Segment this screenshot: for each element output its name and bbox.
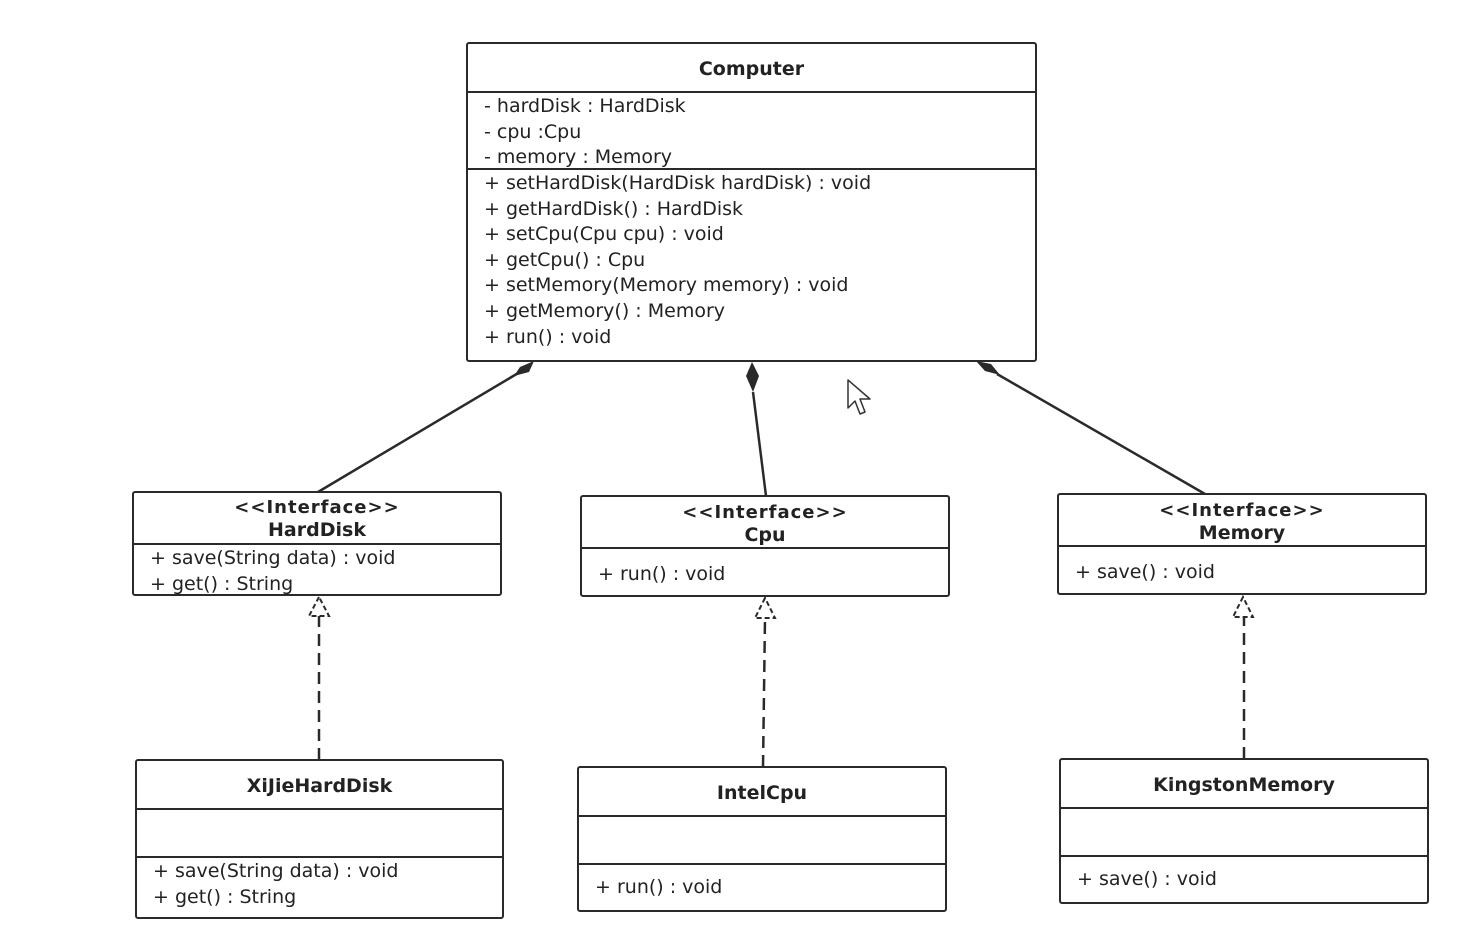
class-intelcpu-name: IntelCpu bbox=[716, 782, 808, 804]
interface-memory-methods: + save() : void bbox=[1059, 547, 1425, 586]
composition-cpu-diamond bbox=[746, 362, 759, 392]
interface-harddisk-name: HardDisk bbox=[268, 519, 366, 541]
realization-intel-line[interactable] bbox=[761, 617, 767, 768]
method-save: + save() : void bbox=[1077, 868, 1217, 890]
mouse-cursor-icon bbox=[847, 379, 871, 415]
class-kingstonmemory-attributes bbox=[1061, 809, 1427, 857]
class-xijieharddisk-name: XiJieHardDisk bbox=[246, 775, 393, 797]
realization-kingston-arrow bbox=[1231, 594, 1255, 618]
method-getcpu: + getCpu() : Cpu bbox=[484, 248, 646, 271]
method-get: + get() : String bbox=[150, 572, 294, 594]
class-computer-methods: + setHardDisk(HardDisk hardDisk) : void … bbox=[468, 170, 1035, 350]
attribute-cpu: - cpu :Cpu bbox=[484, 120, 582, 143]
class-xijieharddisk-attributes bbox=[137, 810, 502, 858]
realization-intel-arrow bbox=[753, 595, 777, 619]
method-getharddisk: + getHardDisk() : HardDisk bbox=[484, 197, 744, 220]
interface-cpu-methods: + run() : void bbox=[582, 549, 948, 588]
stereotype-label: <<Interface>> bbox=[234, 497, 400, 518]
interface-memory-header: <<Interface>> Memory bbox=[1059, 495, 1425, 547]
class-computer-name: Computer bbox=[698, 58, 805, 80]
method-getmemory: + getMemory() : Memory bbox=[484, 299, 726, 322]
class-intelcpu-header: IntelCpu bbox=[579, 768, 945, 817]
class-kingstonmemory[interactable]: KingstonMemory + save() : void bbox=[1059, 758, 1429, 904]
composition-memory-line[interactable] bbox=[996, 372, 1206, 496]
attribute-harddisk: - hardDisk : HardDisk bbox=[484, 95, 686, 117]
class-computer-header: Computer bbox=[468, 44, 1035, 93]
method-run: + run() : void bbox=[595, 876, 723, 898]
method-save: + save() : void bbox=[1075, 561, 1215, 583]
interface-cpu[interactable]: <<Interface>> Cpu + run() : void bbox=[580, 495, 950, 597]
interface-harddisk[interactable]: <<Interface>> HardDisk + save(String dat… bbox=[132, 491, 502, 596]
interface-harddisk-methods: + save(String data) : void + get() : Str… bbox=[134, 545, 500, 594]
method-setcpu: + setCpu(Cpu cpu) : void bbox=[484, 223, 724, 246]
class-computer-attributes: - hardDisk : HardDisk - cpu :Cpu - memor… bbox=[468, 93, 1035, 170]
method-save: + save(String data) : void bbox=[150, 547, 396, 569]
interface-memory[interactable]: <<Interface>> Memory + save() : void bbox=[1057, 493, 1427, 595]
method-setmemory: + setMemory(Memory memory) : void bbox=[484, 274, 849, 297]
class-xijieharddisk[interactable]: XiJieHardDisk + save(String data) : void… bbox=[135, 759, 504, 919]
composition-harddisk-diamond bbox=[514, 361, 534, 376]
class-xijieharddisk-methods: + save(String data) : void + get() : Str… bbox=[137, 858, 502, 910]
composition-harddisk-line[interactable] bbox=[317, 370, 521, 494]
method-save: + save(String data) : void bbox=[153, 860, 399, 882]
method-run: + run() : void bbox=[598, 563, 726, 585]
stereotype-label: <<Interface>> bbox=[1159, 500, 1325, 521]
class-kingstonmemory-header: KingstonMemory bbox=[1061, 760, 1427, 809]
composition-cpu-line[interactable] bbox=[751, 391, 768, 497]
class-kingstonmemory-name: KingstonMemory bbox=[1153, 774, 1335, 796]
stereotype-label: <<Interface>> bbox=[682, 502, 848, 523]
composition-memory-diamond bbox=[976, 361, 1000, 375]
class-xijieharddisk-header: XiJieHardDisk bbox=[137, 761, 502, 810]
realization-xijie-arrow bbox=[307, 594, 331, 617]
class-intelcpu-methods: + run() : void bbox=[579, 865, 945, 901]
method-get: + get() : String bbox=[153, 885, 297, 908]
attribute-memory: - memory : Memory bbox=[484, 146, 673, 169]
interface-harddisk-header: <<Interface>> HardDisk bbox=[134, 493, 500, 545]
interface-memory-name: Memory bbox=[1198, 522, 1286, 544]
method-setharddisk: + setHardDisk(HardDisk hardDisk) : void bbox=[484, 172, 872, 194]
class-computer[interactable]: Computer - hardDisk : HardDisk - cpu :Cp… bbox=[466, 42, 1037, 362]
method-run: + run() : void bbox=[484, 325, 612, 348]
class-intelcpu[interactable]: IntelCpu + run() : void bbox=[577, 766, 947, 912]
interface-cpu-header: <<Interface>> Cpu bbox=[582, 497, 948, 549]
interface-cpu-name: Cpu bbox=[744, 524, 786, 546]
class-kingstonmemory-methods: + save() : void bbox=[1061, 857, 1427, 893]
class-intelcpu-attributes bbox=[579, 817, 945, 865]
